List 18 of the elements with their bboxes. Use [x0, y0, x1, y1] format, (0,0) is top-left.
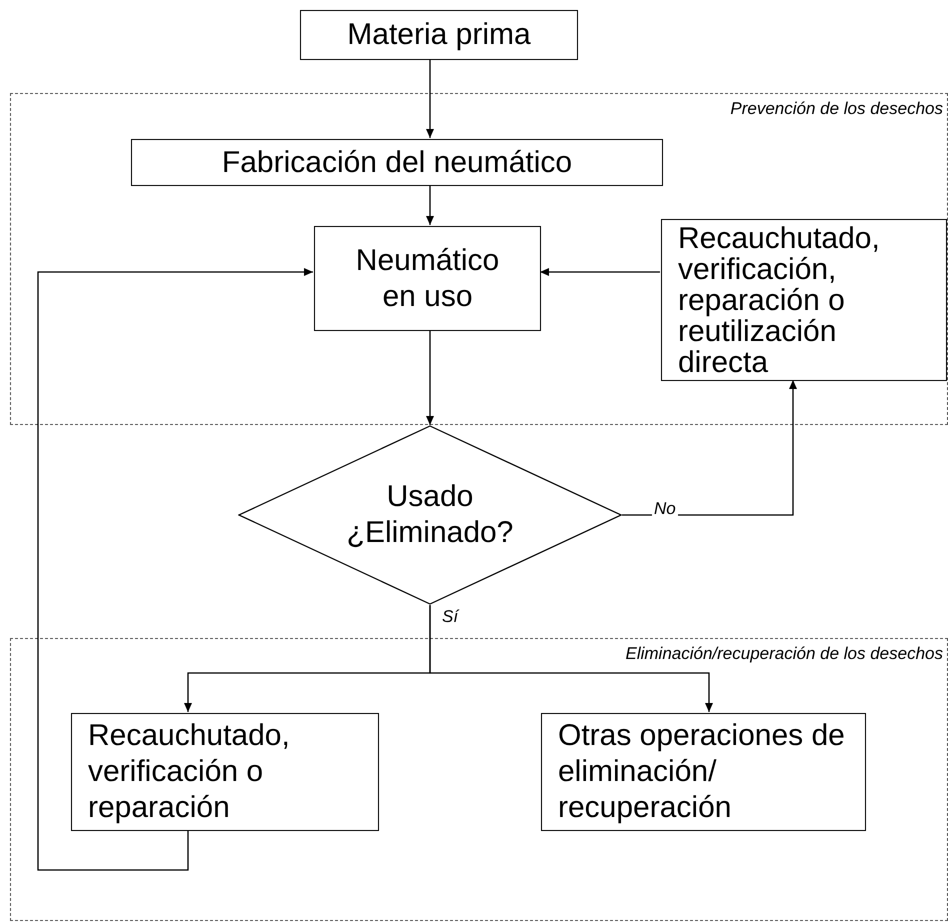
arrow [540, 268, 660, 276]
region-label: Prevención de los desechos [730, 98, 943, 120]
arrow [622, 380, 797, 516]
process-box: Otras operaciones de eliminación/ recuperación [541, 713, 866, 831]
region-label: Eliminación/recuperación de los desechos [625, 643, 943, 664]
decision-diamond: Usado ¿Eliminado? [238, 425, 622, 605]
process-box: Fabricación del neumático [131, 139, 663, 186]
dashed-region [10, 638, 948, 921]
arrow [429, 605, 713, 712]
arrow [426, 185, 434, 225]
process-box: Materia prima [300, 10, 578, 60]
arrow [426, 330, 434, 425]
process-box: Recauchutado, verificación o reparación [71, 713, 379, 831]
dashed-region [10, 93, 948, 425]
process-box: Recauchutado, verificación, reparación o reutilización directa [661, 219, 947, 381]
arrow [37, 268, 313, 871]
process-box: Neumático en uso [314, 226, 541, 331]
arrow [426, 60, 434, 138]
